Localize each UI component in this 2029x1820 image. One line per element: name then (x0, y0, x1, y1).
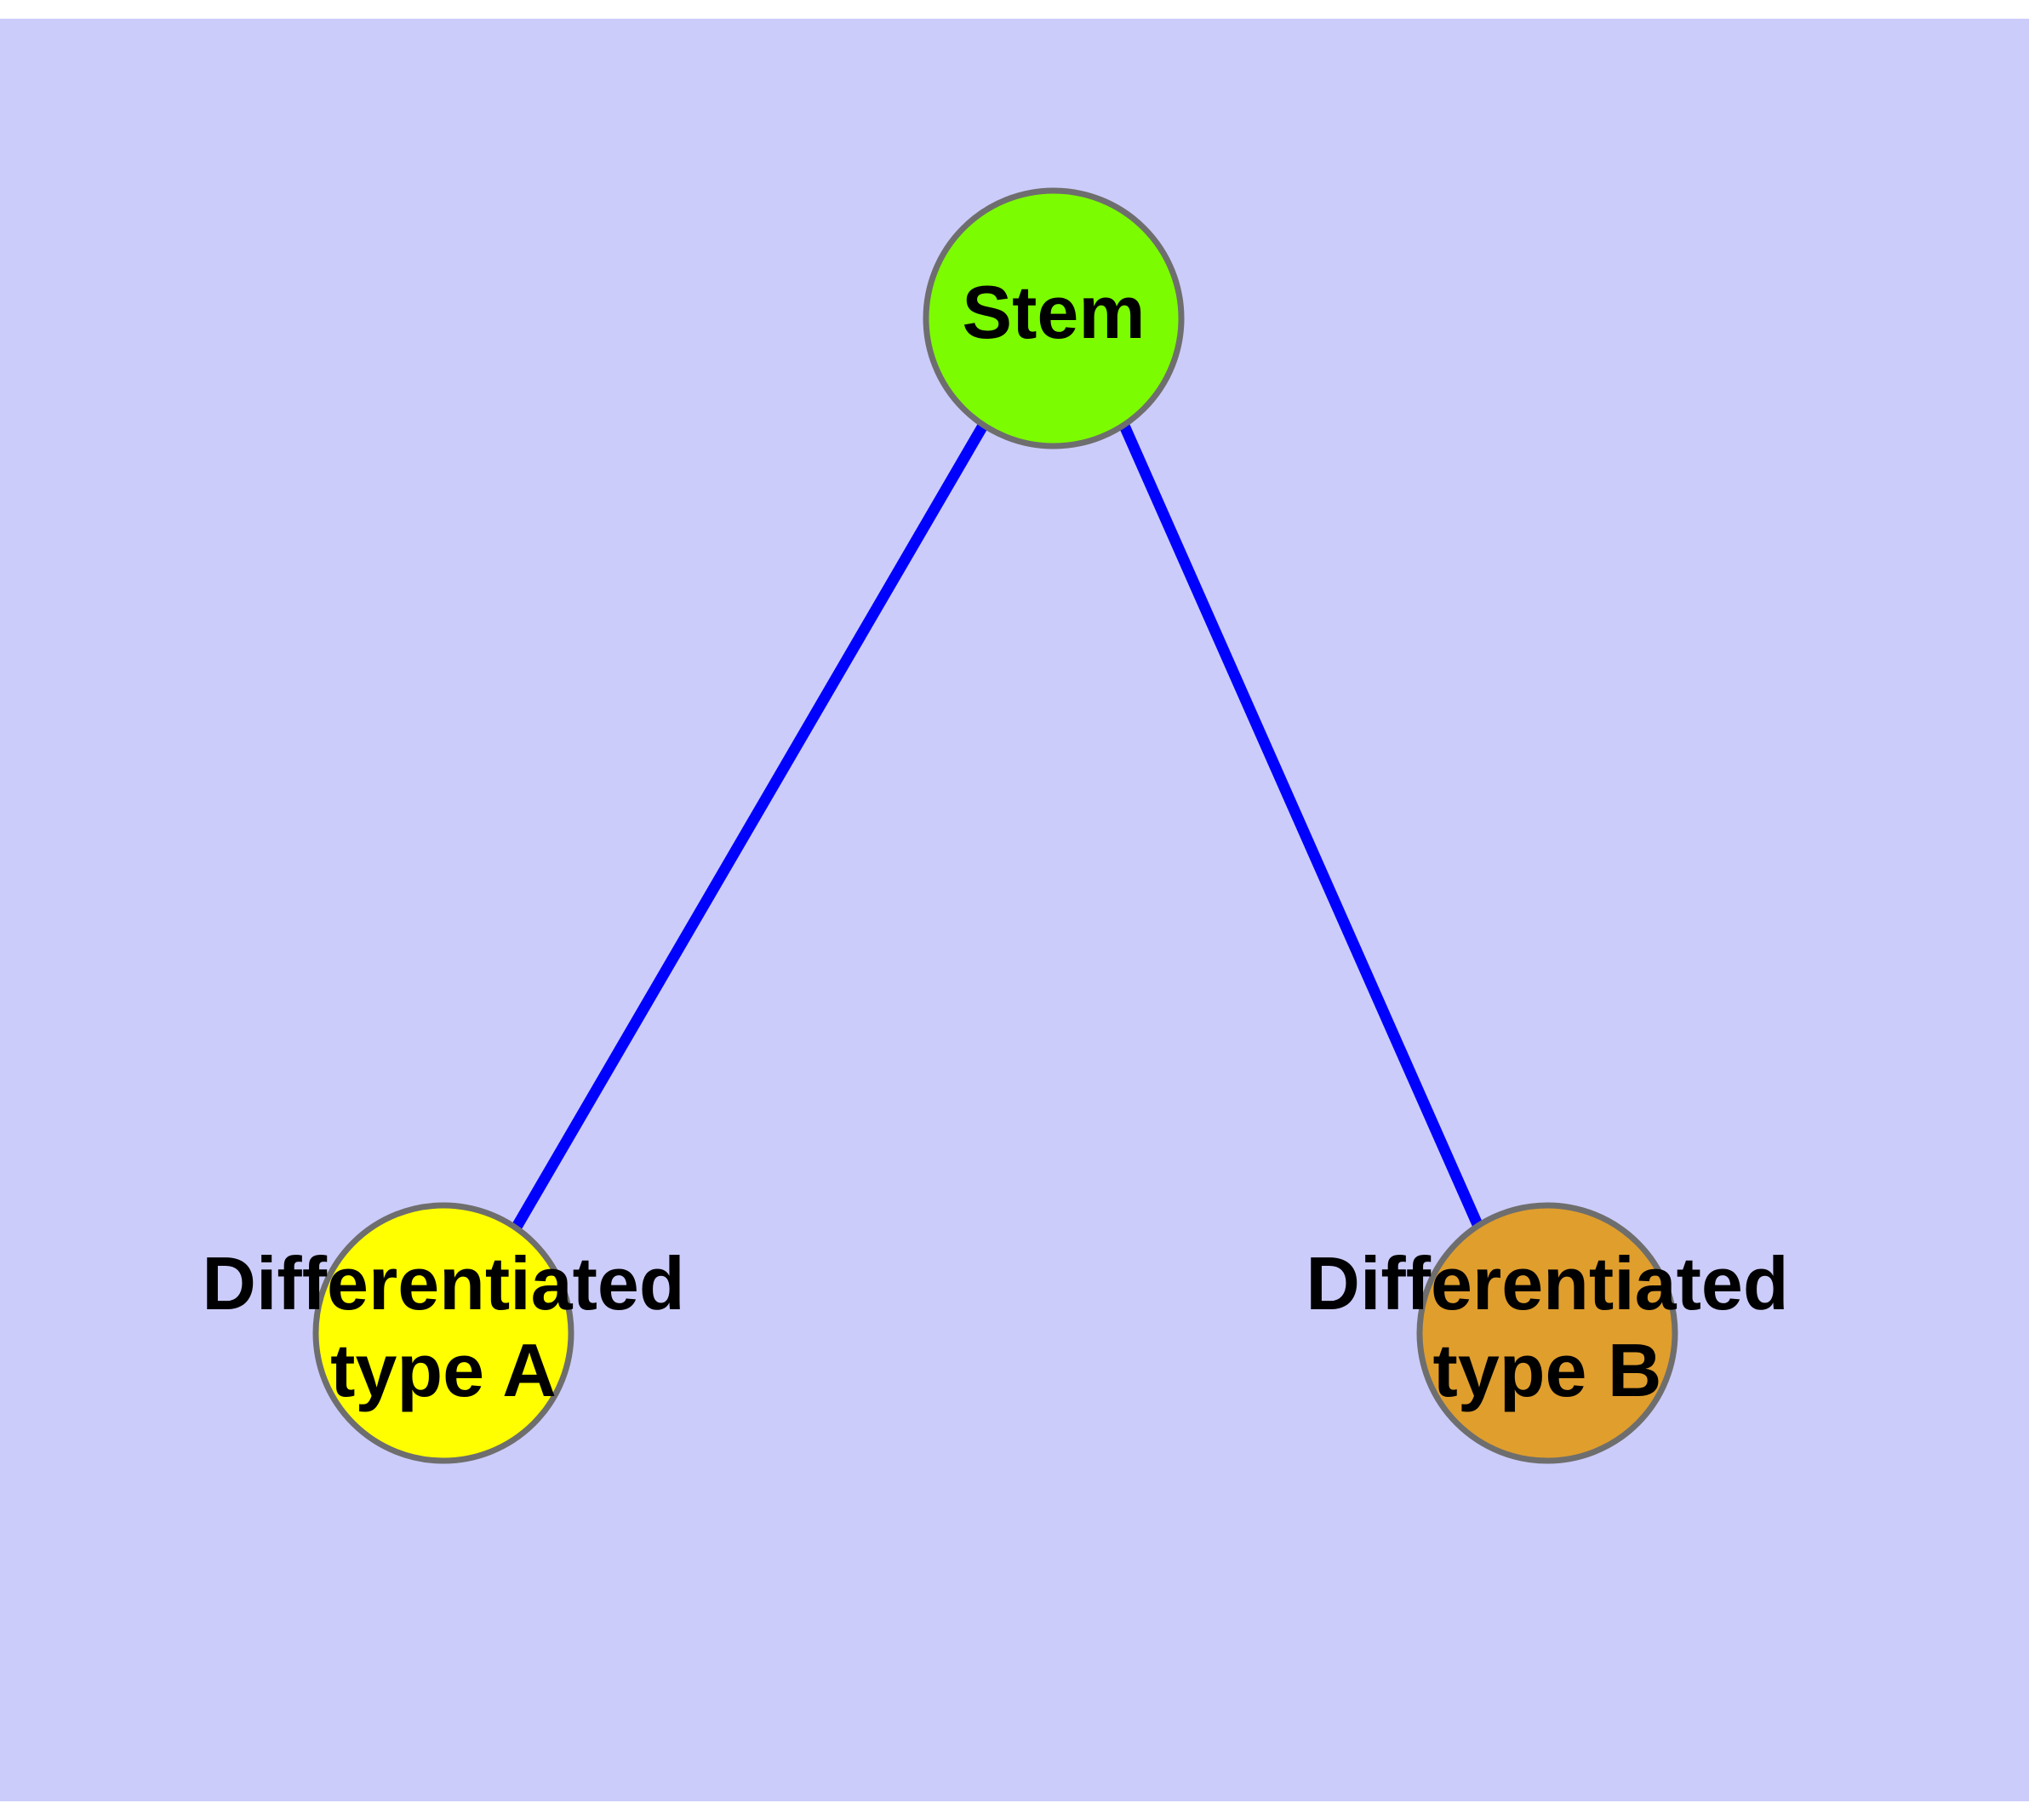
node-circle-diff-a[interactable] (312, 1202, 574, 1464)
edges-layer (511, 422, 1484, 1232)
edge-stem-to-diff-b[interactable] (1119, 423, 1484, 1231)
node-diff-a[interactable] (312, 1202, 574, 1464)
node-stem[interactable] (923, 187, 1185, 449)
nodes-layer (312, 187, 1678, 1464)
node-diff-b[interactable] (1416, 1202, 1678, 1464)
edge-stem-to-diff-a[interactable] (511, 422, 988, 1232)
node-label-stem: Stem (962, 270, 1145, 354)
node-circle-diff-b[interactable] (1416, 1202, 1678, 1464)
node-circle-stem[interactable] (923, 187, 1185, 449)
